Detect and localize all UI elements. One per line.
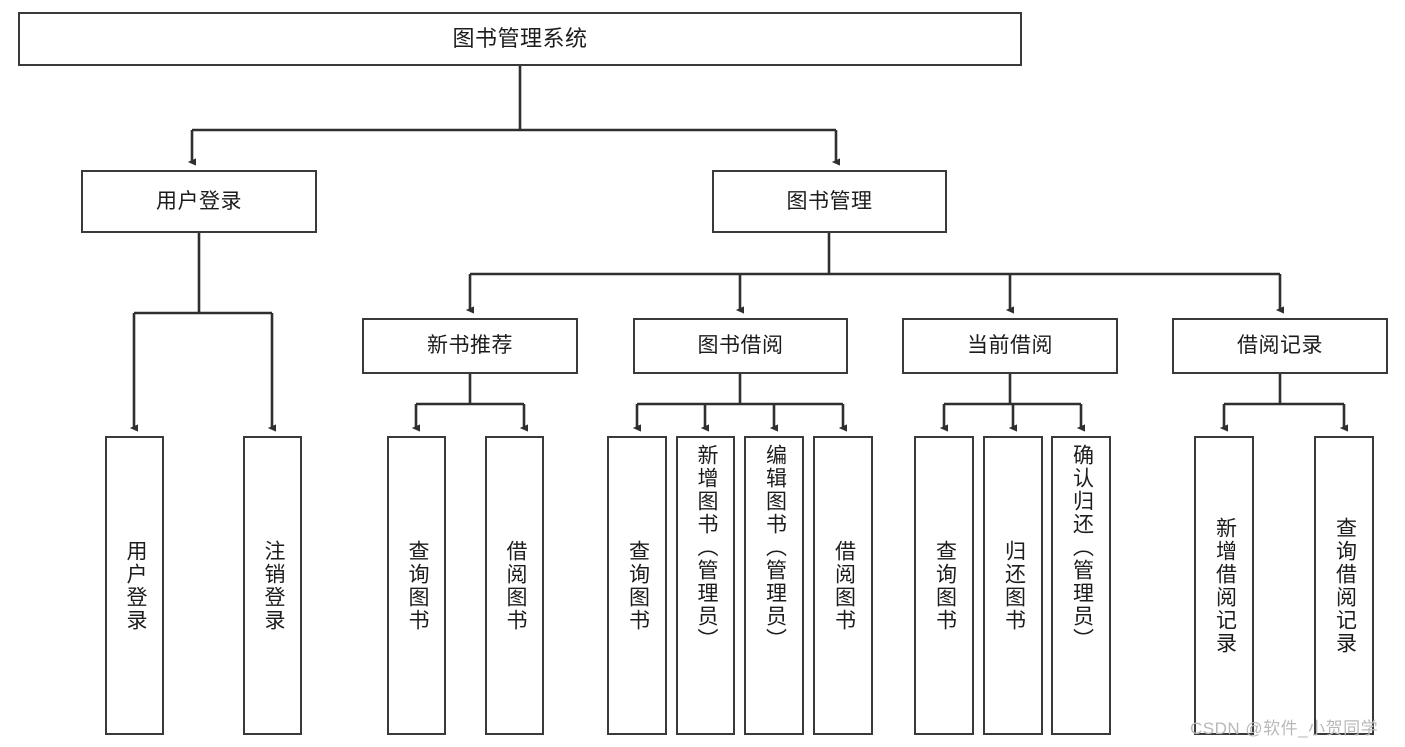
node-label: 新增借阅记录 [1213,516,1237,655]
node-label: 借阅记录 [1237,334,1323,358]
node-label: 借阅图书 [832,539,856,632]
node-label: 新增图书（管理员） [694,444,718,651]
leaf-record-add-borrow-record[interactable]: 新增借阅记录 [1194,436,1254,735]
watermark-text: CSDN @软件_小贺同学 [1190,719,1379,738]
node-label: 确认归还（管理员） [1070,444,1094,651]
node-label: 图书借阅 [697,334,784,358]
node-borrowing-record[interactable]: 借阅记录 [1172,318,1388,374]
node-label: 新书推荐 [427,334,513,358]
node-label: 用户登录 [156,189,242,213]
node-user-login[interactable]: 用户登录 [81,170,317,233]
leaf-borrow-borrow-book[interactable]: 借阅图书 [813,436,873,735]
node-current-borrowing[interactable]: 当前借阅 [902,318,1118,374]
node-label: 注销登录 [261,539,285,632]
leaf-new-book-borrow-book[interactable]: 借阅图书 [485,436,544,735]
node-book-management-system[interactable]: 图书管理系统 [18,12,1022,66]
node-label: 编辑图书（管理员） [763,444,787,651]
leaf-current-query-book[interactable]: 查询图书 [914,436,974,735]
node-label: 图书管理系统 [452,25,588,51]
node-new-book-recommendation[interactable]: 新书推荐 [362,318,578,374]
leaf-current-confirm-return-admin[interactable]: 确认归还（管理员） [1051,436,1111,735]
leaf-borrow-query-book[interactable]: 查询图书 [607,436,667,735]
leaf-new-book-query-book[interactable]: 查询图书 [387,436,446,735]
node-label: 用户登录 [123,539,147,632]
leaf-record-query-borrow-record[interactable]: 查询借阅记录 [1314,436,1374,735]
node-label: 归还图书 [1002,539,1026,632]
node-book-management[interactable]: 图书管理 [712,170,947,233]
leaf-user-login-logout[interactable]: 注销登录 [243,436,302,735]
leaf-borrow-edit-book-admin[interactable]: 编辑图书（管理员） [744,436,804,735]
node-label: 查询图书 [626,539,650,632]
node-label: 查询图书 [933,539,957,632]
node-label: 图书管理 [786,189,873,213]
node-label: 当前借阅 [967,334,1053,358]
node-book-borrowing[interactable]: 图书借阅 [633,318,848,374]
node-label: 查询图书 [405,539,429,632]
leaf-current-return-book[interactable]: 归还图书 [983,436,1043,735]
leaf-user-login-login[interactable]: 用户登录 [105,436,164,735]
leaf-borrow-add-book-admin[interactable]: 新增图书（管理员） [676,436,735,735]
node-label: 借阅图书 [503,539,527,632]
node-label: 查询借阅记录 [1333,516,1357,655]
